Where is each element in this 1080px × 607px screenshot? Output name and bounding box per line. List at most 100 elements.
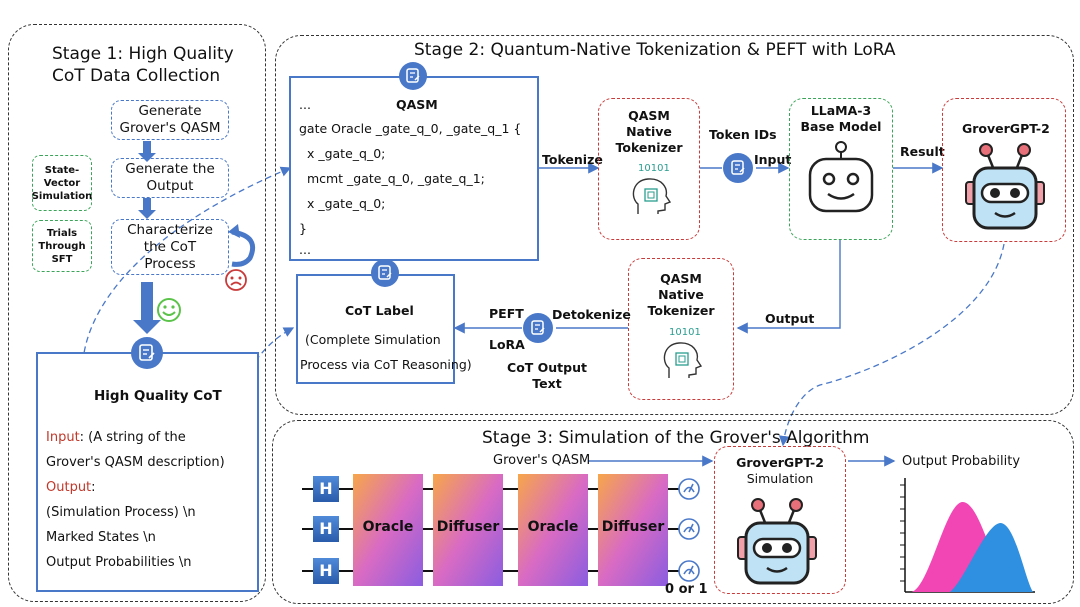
detokenize-label: Detokenize — [552, 307, 631, 322]
side1-line3: Simulation — [31, 190, 93, 202]
step1-line1: Generate — [138, 103, 202, 119]
cot-label-box — [296, 274, 455, 384]
tokenizer-bottom-label: QASM Native Tokenizer — [628, 271, 734, 319]
step3-line3: Process — [144, 255, 196, 272]
grovergpt2-label: GroverGPT-2 — [962, 121, 1050, 136]
stage2-panel — [275, 35, 1074, 415]
step-generate-output: Generate the Output — [111, 158, 229, 198]
document-icon — [131, 337, 163, 369]
step1-line2: Grover's QASM — [119, 120, 221, 136]
stage3-title: Stage 3: Simulation of the Grover's Algo… — [482, 428, 870, 448]
measurement-icons — [678, 478, 700, 582]
h-gate-label-3: H — [319, 561, 333, 580]
llama3-label: LLaMA-3 Base Model — [789, 103, 893, 135]
stage1-title-line1: Stage 1: High Quality — [52, 44, 234, 64]
cot-output-doc-icon — [523, 313, 553, 343]
code-line: } — [299, 221, 307, 236]
grovers-qasm-label: Grover's QASM — [493, 453, 591, 468]
cot-label-doc-icon — [371, 259, 399, 287]
cot-label-title: CoT Label — [345, 303, 414, 318]
stage3-panel — [272, 420, 1074, 604]
binary-text-bottom: 10101 — [669, 327, 701, 338]
cot-output-line2: Marked States \n — [46, 530, 156, 545]
tok-line3: Tokenizer — [615, 140, 683, 155]
cot-label-line2: Process via CoT Reasoning) — [300, 357, 472, 372]
stage1-arrows — [133, 141, 256, 334]
binary-text-top: 10101 — [638, 163, 670, 174]
code-line: ... — [299, 242, 311, 257]
code-line: ... — [299, 97, 311, 112]
token-ids-label: Token IDs — [709, 127, 777, 142]
zero-or-one-label: 0 or 1 — [665, 582, 708, 597]
h-gates — [313, 476, 339, 584]
lora-label: LoRA — [489, 337, 525, 352]
step-generate-qasm: Generate Grover's QASM — [111, 100, 229, 140]
sim-line1: GroverGPT-2 — [736, 455, 824, 470]
side2-line3: SFT — [51, 253, 73, 265]
circuit-blocks — [353, 474, 668, 586]
input-label: Input — [754, 152, 792, 167]
stage1-title-line2: CoT Data Collection — [52, 66, 221, 86]
code-line: x _gate_q_0; — [299, 146, 386, 161]
sad-face-icon — [225, 269, 247, 291]
cotout-line2: Text — [532, 376, 562, 391]
output-probability-label: Output Probability — [902, 454, 1021, 469]
probability-plot — [900, 478, 1035, 593]
side1-line2: Vector — [43, 177, 81, 189]
simulation-robot-icon — [737, 498, 817, 585]
cot-label-line1: (Complete Simulation — [305, 332, 441, 347]
input-label: Input — [46, 430, 80, 445]
cot-output-text-label: CoT Output Text — [497, 360, 597, 392]
code-line: gate Oracle _gate_q_0, _gate_q_1 { — [299, 121, 522, 136]
output-colon: : — [91, 480, 96, 495]
side2-line1: Trials — [46, 227, 78, 239]
tokb-line3: Tokenizer — [647, 303, 715, 318]
llama-line2: Base Model — [800, 119, 882, 134]
side2-line2: Through — [38, 240, 86, 252]
diffuser-label-2: Diffuser — [601, 519, 665, 535]
blue-distribution — [950, 522, 1033, 592]
h-gate-label-2: H — [319, 519, 333, 538]
llama-line1: LLaMA-3 — [810, 103, 872, 118]
qasm-tokenizer-bottom — [628, 258, 734, 400]
input-text1: : (A string of the — [79, 430, 186, 445]
output-label: Output — [46, 480, 92, 495]
result-label: Result — [900, 144, 945, 159]
sim-line2: Simulation — [746, 471, 814, 486]
qasm-title: QASM — [396, 97, 438, 112]
tokenize-label: Tokenize — [542, 152, 603, 167]
oracle-label-2: Oracle — [527, 519, 579, 535]
qasm-tokenizer-top — [598, 98, 700, 240]
grovergpt2-box — [942, 98, 1066, 242]
h-gate-label-1: H — [319, 479, 333, 498]
head-chip-icon-bottom — [663, 342, 703, 378]
oracle-label-1: Oracle — [362, 519, 414, 535]
diffuser-label-1: Diffuser — [436, 519, 500, 535]
cot-output-line3: Output Probabilities \n — [46, 555, 192, 570]
side1-line1: State- — [44, 164, 80, 176]
step3-line2: the CoT — [143, 238, 197, 255]
token-doc-icon — [723, 153, 753, 183]
step3-line1: Characterize — [127, 221, 213, 238]
qasm-document-icon — [399, 62, 427, 90]
high-quality-cot-title: High Quality CoT — [94, 388, 222, 404]
peft-label: PEFT — [489, 306, 524, 321]
sim-label: GroverGPT-2 Simulation — [714, 455, 846, 487]
robot-icon — [808, 141, 874, 213]
grovergpt2-sim-box — [714, 446, 846, 594]
qasm-code-box — [289, 76, 539, 261]
step2-line2: Output — [146, 178, 194, 194]
qasm-code: ... gate Oracle _gate_q_0, _gate_q_1 { x… — [289, 76, 539, 261]
cotout-line1: CoT Output — [507, 360, 587, 375]
code-line: mcmt _gate_q_0, _gate_q_1; — [299, 171, 485, 186]
head-chip-icon — [632, 178, 672, 214]
code-line: x _gate_q_0; — [299, 196, 386, 211]
tok-line1: QASM — [628, 108, 670, 123]
stage2-title: Stage 2: Quantum-Native Tokenization & P… — [414, 40, 896, 60]
cot-input-line1: Input: (A string of the — [46, 430, 186, 445]
cot-output-label-line: Output: — [46, 480, 96, 495]
cot-input-line2: Grover's QASM description) — [46, 455, 225, 470]
step2-line1: Generate the — [125, 161, 215, 177]
stage1-panel — [8, 24, 266, 602]
